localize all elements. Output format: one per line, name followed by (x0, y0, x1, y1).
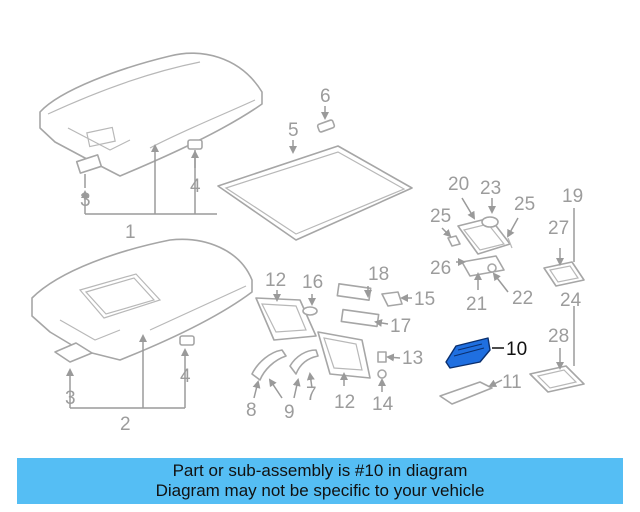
clip-part-13 (377, 351, 387, 363)
hook-part-4-upper (187, 139, 203, 150)
panel-part-5 (217, 145, 413, 241)
notice-line-1: Part or sub-assembly is #10 in diagram (172, 461, 468, 480)
callout-27: 27 (548, 218, 569, 239)
pad-part-6 (316, 119, 336, 133)
callout-18: 18 (368, 264, 389, 285)
hook-part-4-lower (179, 335, 195, 346)
callout-10[interactable]: 10 (506, 339, 527, 360)
parts-diagram: 3 4 1 5 6 3 4 2 12 16 18 15 17 13 14 12 … (31, 52, 585, 435)
callout-13: 13 (402, 348, 423, 369)
callout-23: 23 (480, 178, 501, 199)
callout-5: 5 (288, 120, 299, 141)
headliner-lower (31, 238, 253, 361)
highlighted-part-10[interactable] (445, 337, 491, 369)
callout-16: 16 (302, 272, 323, 293)
callout-17: 17 (390, 316, 411, 337)
grab-handle-part-7 (289, 349, 319, 375)
clip-part-3-upper (75, 154, 103, 174)
callout-20: 20 (448, 174, 469, 195)
callout-12a: 12 (265, 270, 286, 291)
info-banner: Part or sub-assembly is #10 in diagram D… (17, 458, 623, 504)
clip-part-3-lower (54, 342, 93, 363)
callout-4a: 4 (190, 176, 201, 197)
grommet-part-16 (302, 306, 318, 316)
callout-numbers: 3 4 1 5 6 3 4 2 12 16 18 15 17 13 14 12 … (65, 86, 583, 435)
lamp-part-27 (543, 261, 585, 287)
bracket-part-11 (439, 381, 493, 405)
notice-line-2: Diagram may not be specific to your vehi… (155, 481, 485, 500)
leader-lines (66, 106, 575, 409)
callout-3b: 3 (65, 388, 76, 409)
callout-11: 11 (502, 372, 522, 393)
callout-21: 21 (466, 294, 487, 315)
lamp-part-28 (529, 365, 585, 393)
callout-6: 6 (320, 86, 331, 107)
callout-25a: 25 (514, 194, 535, 215)
callout-3a: 3 (80, 190, 91, 211)
callout-28: 28 (548, 326, 569, 347)
lamp-assembly-upper (447, 216, 513, 277)
callout-15: 15 (414, 289, 435, 310)
headliner-upper (39, 52, 263, 177)
mirror-part-17 (340, 308, 380, 328)
sun-visor-part-12-lower (317, 331, 371, 379)
callout-4b: 4 (180, 366, 191, 387)
grab-handle-part-8 (251, 349, 287, 381)
screw-part-14 (377, 369, 387, 379)
callout-2: 2 (120, 414, 131, 435)
callout-8: 8 (246, 400, 257, 421)
callout-14: 14 (372, 394, 394, 415)
callout-12b: 12 (334, 392, 355, 413)
callout-7: 7 (306, 384, 317, 405)
callout-1: 1 (125, 222, 136, 243)
sun-visor-part-12-upper (255, 297, 317, 341)
callout-19: 19 (562, 186, 583, 207)
callout-22: 22 (512, 288, 533, 309)
mirror-cover-part-18 (336, 283, 372, 301)
callout-26: 26 (430, 258, 451, 279)
bracket-part-15 (381, 291, 403, 307)
callout-24: 24 (560, 290, 582, 311)
callout-25b: 25 (430, 206, 451, 227)
callout-9: 9 (284, 402, 295, 423)
